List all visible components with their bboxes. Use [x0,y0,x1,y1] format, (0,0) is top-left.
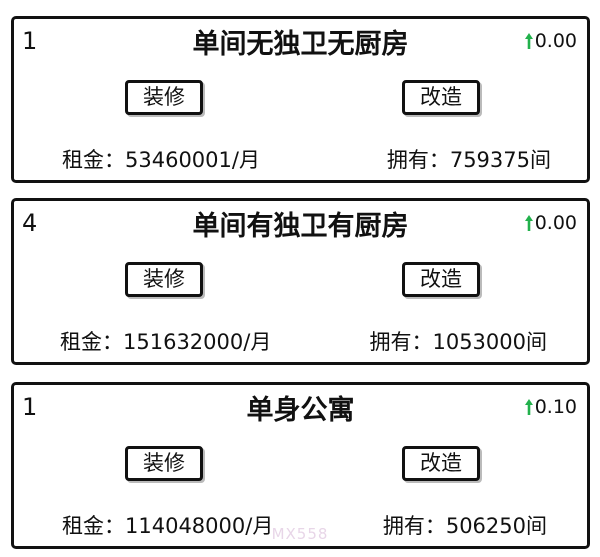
property-name: 单身公寓 [246,395,355,426]
property-card: 4 单间有独卫有厨房 0.00 装修 改造 租金：151632000/月 拥有：… [11,198,590,365]
rebuild-button[interactable]: 改造 [402,262,480,297]
property-card: 1 单间无独卫无厨房 0.00 装修 改造 租金：53460001/月 拥有：7… [11,16,590,183]
growth-indicator: 0.00 [524,29,577,53]
property-level: 1 [22,393,38,421]
growth-indicator: 0.00 [524,211,577,235]
growth-indicator: 0.10 [524,395,577,419]
renovate-button[interactable]: 装修 [125,80,203,115]
arrow-up-icon [524,399,533,415]
renovate-button[interactable]: 装修 [125,262,203,297]
rent-text: 租金：151632000/月 [60,330,272,354]
growth-value: 0.10 [534,396,577,418]
rebuild-button[interactable]: 改造 [402,80,480,115]
property-name: 单间无独卫无厨房 [192,29,409,60]
property-level: 1 [22,27,38,55]
arrow-up-icon [524,33,533,49]
renovate-button[interactable]: 装修 [125,446,203,481]
rent-text: 租金：114048000/月 [62,514,274,538]
owned-count-text: 拥有：1053000间 [369,330,547,354]
owned-count-text: 拥有：506250间 [382,514,547,538]
property-card: 1 单身公寓 0.10 装修 改造 租金：114048000/月 拥有：5062… [11,382,590,549]
owned-count-text: 拥有：759375间 [386,148,551,172]
rebuild-button[interactable]: 改造 [402,446,480,481]
growth-value: 0.00 [534,212,577,234]
growth-value: 0.00 [534,30,577,52]
arrow-up-icon [524,215,533,231]
property-level: 4 [22,209,38,237]
rent-text: 租金：53460001/月 [62,148,260,172]
property-name: 单间有独卫有厨房 [192,211,409,242]
